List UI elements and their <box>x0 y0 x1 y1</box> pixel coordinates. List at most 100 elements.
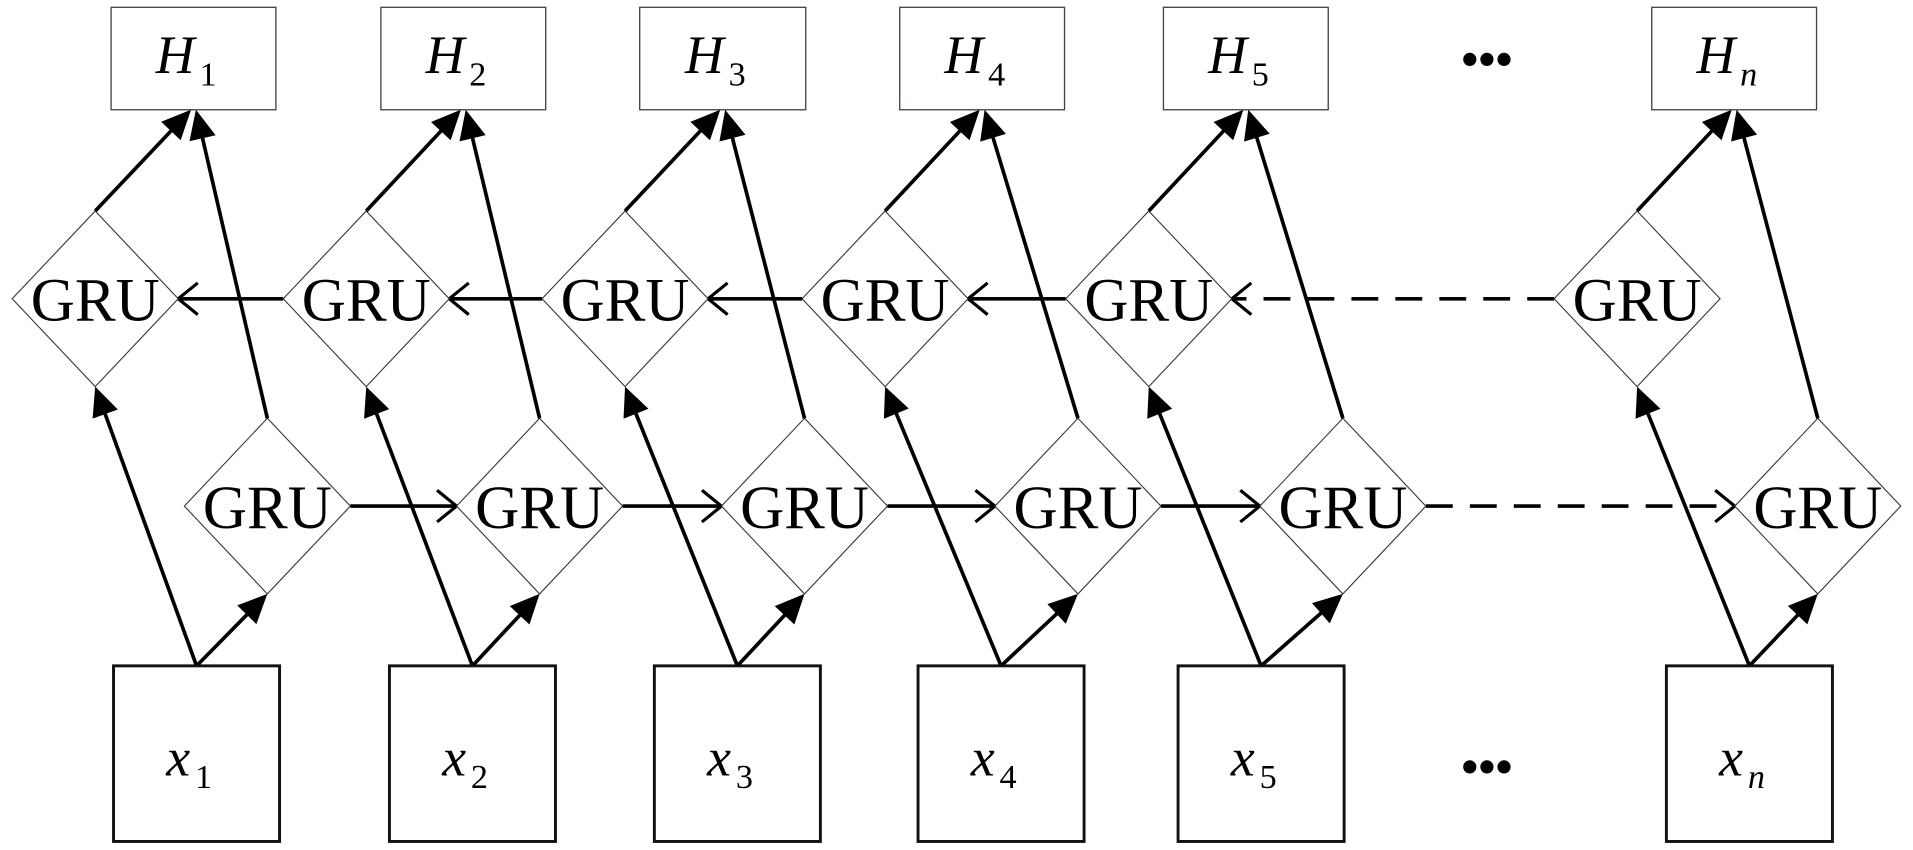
output-label-h5-subscript: 5 <box>1252 56 1269 93</box>
edge-input2-to-backward-gru-arrowhead <box>364 386 390 419</box>
edge-forward-gru4-to-output <box>989 130 1080 419</box>
backward-gru-cell-1-shape <box>11 210 179 388</box>
edge-forward-gru6-to-output-arrowhead <box>1731 109 1758 142</box>
output-label-h3-subscript: 3 <box>729 56 746 93</box>
edge-input1-to-backward-gru <box>100 406 199 667</box>
edge-backward-gru1-to-output-arrowhead <box>161 109 192 141</box>
edge-backward-gru6-to-output-arrowhead <box>1701 109 1732 141</box>
input-label-x3-subscript: 3 <box>736 759 753 796</box>
backward-gru-cell-6-shape <box>1553 210 1721 388</box>
edge-forward-gru3-to-output-arrowhead <box>719 109 746 142</box>
output-box-h4 <box>899 6 1066 111</box>
output-label-h4-symbol: H <box>943 25 986 85</box>
edge-backward-gru2-to-output <box>364 124 448 213</box>
forward-gru-cell-2-shape <box>455 417 624 595</box>
edge-input5-to-backward-gru-arrowhead <box>1147 386 1173 419</box>
edge-input6-to-forward-gru-arrowhead <box>1787 593 1818 625</box>
edges-layer <box>92 109 1820 668</box>
backward-gru-cell-2-shape <box>282 210 451 388</box>
forward-gru-cell-4-label: GRU <box>1014 475 1143 542</box>
edge-backward-gru5-to-output <box>1147 124 1230 213</box>
input-label-x3-symbol: x <box>706 728 731 788</box>
edge-input6-to-forward-gru <box>1748 608 1804 668</box>
forward-gru-cell-4-shape <box>994 417 1162 595</box>
backward-gru-cell-5-shape <box>1065 210 1233 388</box>
edge-input1-to-forward-gru <box>195 608 254 668</box>
backward-gru-cell-6-label: GRU <box>1573 268 1702 335</box>
output-box-h1 <box>110 6 277 111</box>
backward-gru-cell-3-label: GRU <box>561 268 690 335</box>
edge-input4-to-forward-gru <box>999 607 1064 668</box>
forward-gru-cell-3-shape <box>720 417 889 595</box>
edge-forward-gru5-to-gru6-arrowhead <box>1714 489 1738 524</box>
forward-gru-cell-5-label: GRU <box>1278 475 1407 542</box>
output-label-h3-symbol: H <box>684 25 727 85</box>
forward-gru-cell-2-label: GRU <box>475 475 604 542</box>
forward-gru-cell-1: GRU <box>183 417 352 595</box>
input-box-x4 <box>916 664 1086 843</box>
forward-gru-cell-1-shape <box>183 417 352 595</box>
input-label-x2-subscript: 2 <box>471 759 488 796</box>
edge-backward-gru4-to-output <box>883 124 967 213</box>
output-box-h2 <box>380 6 547 111</box>
output-label-h6-subscript: n <box>1740 56 1757 93</box>
input-label-x1-symbol: x <box>165 728 190 788</box>
edge-input2-to-backward-gru <box>372 406 475 667</box>
output-label-h4-subscript: 4 <box>988 56 1005 93</box>
backward-gru-cell-3-shape <box>541 210 709 388</box>
output-label-h5-symbol: H <box>1207 25 1250 85</box>
output-label-h2-symbol: H <box>425 25 468 85</box>
backward-gru-cell-6: GRU <box>1553 210 1721 388</box>
input-label-x2-symbol: x <box>441 728 466 788</box>
input-label-x4-symbol: x <box>970 728 995 788</box>
edge-forward-gru3-to-output <box>728 130 807 419</box>
output-label-h2-subscript: 2 <box>469 56 486 93</box>
input-label-x1-subscript: 1 <box>195 759 212 796</box>
edge-input5-to-forward-gru <box>1259 607 1328 668</box>
edge-backward-gru4-to-output-arrowhead <box>949 109 980 141</box>
edge-forward-gru5-to-output-arrowhead <box>1244 109 1270 142</box>
edge-input3-to-backward-gru <box>631 406 740 667</box>
forward-gru-cell-6-label: GRU <box>1753 475 1882 542</box>
backward-gru-cell-5-label: GRU <box>1084 268 1213 335</box>
edge-input5-to-backward-gru <box>1155 406 1263 667</box>
input-label-x5-subscript: 5 <box>1260 759 1277 796</box>
edge-input3-to-forward-gru <box>736 608 791 668</box>
input-box-x3 <box>652 664 822 843</box>
forward-gru-cell-5: GRU <box>1259 417 1427 595</box>
backward-gru-cell-1-label: GRU <box>31 268 160 335</box>
forward-gru-cell-5-shape <box>1259 417 1427 595</box>
input-box-x6 <box>1664 664 1834 843</box>
edge-forward-gru1-to-output-arrowhead <box>189 109 216 142</box>
output-box-h5 <box>1162 6 1329 111</box>
input-label-x4-subscript: 4 <box>1000 759 1017 796</box>
edge-input4-to-backward-gru-arrowhead <box>883 386 909 419</box>
output-label-h1-symbol: H <box>155 25 198 85</box>
output-label-h1-subscript: 1 <box>199 56 216 93</box>
backward-gru-cell-2: GRU <box>282 210 451 388</box>
edge-input3-to-backward-gru-arrowhead <box>623 386 649 419</box>
forward-gru-cell-3: GRU <box>720 417 889 595</box>
forward-gru-cell-1-label: GRU <box>203 475 332 542</box>
backward-gru-cell-2-label: GRU <box>302 268 431 335</box>
edge-input1-to-backward-gru-arrowhead <box>92 386 118 419</box>
edge-backward-gru5-to-output-arrowhead <box>1213 109 1244 141</box>
output-label-h6-symbol: H <box>1695 25 1738 85</box>
edge-backward-gru3-to-output <box>623 124 707 213</box>
edge-forward-gru1-to-output <box>199 130 270 419</box>
